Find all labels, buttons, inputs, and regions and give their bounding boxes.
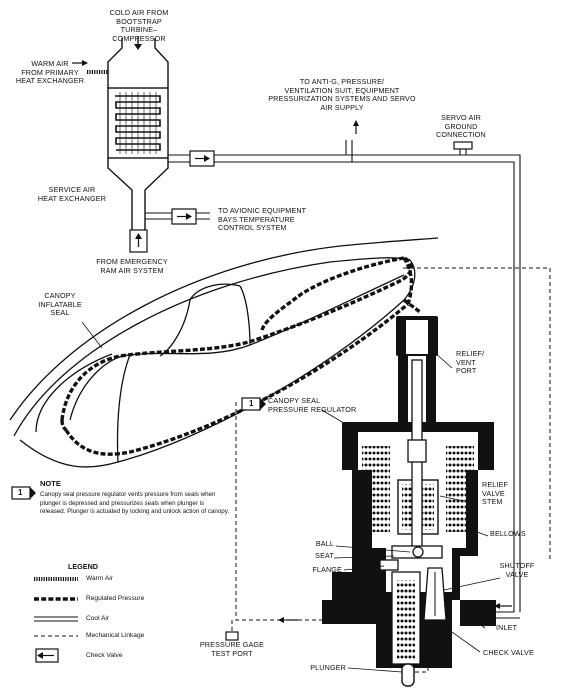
service-air-heat-exchanger: [107, 38, 169, 252]
label-warm-air-primary: WARM AIR FROM PRIMARY HEAT EXCHANGER: [15, 59, 85, 86]
regulator-callout-box: [241, 397, 266, 411]
warm-air-duct: [72, 60, 108, 74]
cold-air-arrow: [134, 36, 142, 50]
label-emergency-ram: FROM EMERGENCY RAM AIR SYSTEM: [96, 257, 168, 275]
legend-title: LEGEND: [68, 562, 98, 571]
label-pressure-regulator: CANOPY SEAL PRESSURE REGULATOR: [268, 396, 357, 414]
label-check-valve: CHECK VALVE: [483, 648, 534, 657]
cool-air-lines: [145, 140, 521, 619]
label-plunger: PLUNGER: [310, 663, 346, 672]
legend-regulated-pressure: Regulated Pressure: [86, 595, 145, 602]
canopy-inflatable-seal: [60, 256, 414, 456]
legend-swatches: [34, 577, 78, 663]
label-shutoff-valve: SHUTOFF VALVE: [499, 561, 535, 579]
servo-ground-connector: [453, 141, 473, 150]
label-anti-g-supply: TO ANTI-G, PRESSURE/ VENTILATION SUIT, E…: [268, 77, 416, 112]
label-flange: FLANGE: [312, 565, 342, 574]
leader-lines: [81, 321, 501, 673]
regulated-pressure-line: [402, 298, 422, 314]
label-service-air-hx: SERVICE AIR HEAT EXCHANGER: [37, 185, 107, 203]
mechanical-linkage: [231, 267, 551, 673]
note-text: Canopy seal pressure regulator vents pre…: [40, 491, 230, 516]
legend-check-valve: Check Valve: [86, 652, 123, 659]
note-number: 1: [18, 488, 23, 497]
check-valve-main: [189, 150, 215, 167]
label-inlet: INLET: [496, 623, 518, 632]
inlet-arrow: [494, 603, 512, 609]
label-seat: SEAT: [315, 551, 334, 560]
label-relief-vent-port: RELIEF/ VENT PORT: [456, 349, 485, 376]
note-callout-box: [11, 486, 36, 500]
pressure-gage-test-port: [225, 631, 239, 641]
pressure-regulator-body: [322, 316, 496, 687]
regulator-callout-number: 1: [249, 399, 254, 408]
label-relief-valve-stem: RELIEF VALVE STEM: [482, 480, 509, 507]
note-title: NOTE: [40, 479, 61, 488]
label-bellows: BELLOWS: [490, 529, 526, 538]
label-test-port: PRESSURE GAGE TEST PORT: [199, 640, 265, 658]
label-canopy-seal: CANOPY INFLATABLE SEAL: [38, 291, 82, 318]
legend-warm-air: Warm Air: [86, 575, 113, 582]
legend-cool-air: Cool Air: [86, 615, 110, 622]
label-servo-ground: SERVO AIR GROUND CONNECTION: [436, 113, 486, 140]
anti-g-supply-arrow: [353, 120, 359, 134]
check-valve-ram-air: [129, 229, 148, 253]
label-avionic: TO AVIONIC EQUIPMENT BAYS TEMPERATURE CO…: [218, 206, 307, 233]
label-cold-air: COLD AIR FROM BOOTSTRAP TURBINE– COMPRES…: [109, 8, 169, 43]
legend-mechanical-linkage: Mechanical Linkage: [86, 632, 145, 639]
label-ball: BALL: [315, 539, 334, 548]
check-valve-avionic: [171, 208, 197, 225]
linkage-arrow: [278, 617, 298, 623]
